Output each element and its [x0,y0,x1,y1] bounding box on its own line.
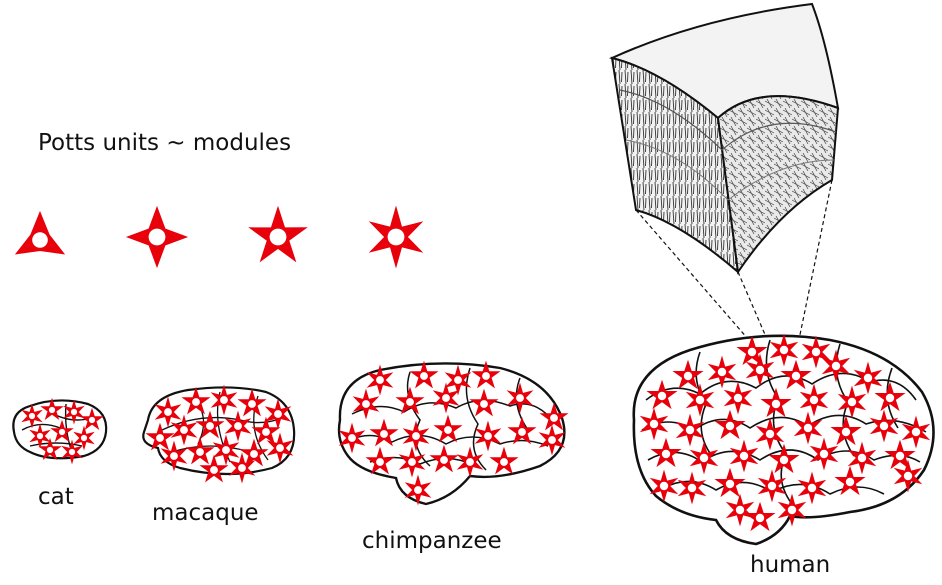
4-arm-unit-icon [127,207,187,267]
label-macaque: macaque [152,500,259,526]
unit-types-legend [16,207,422,267]
label-chimpanzee: chimpanzee [362,528,502,554]
label-cat: cat [38,484,74,510]
6-arm-unit-icon [370,207,422,267]
label-human: human [750,552,830,578]
diagram-title: Potts units ~ modules [38,130,291,156]
cortex-right-face [718,96,838,272]
3-arm-unit-icon [16,212,64,254]
cortex-block [612,4,838,272]
5-arm-unit-icon [250,207,307,261]
